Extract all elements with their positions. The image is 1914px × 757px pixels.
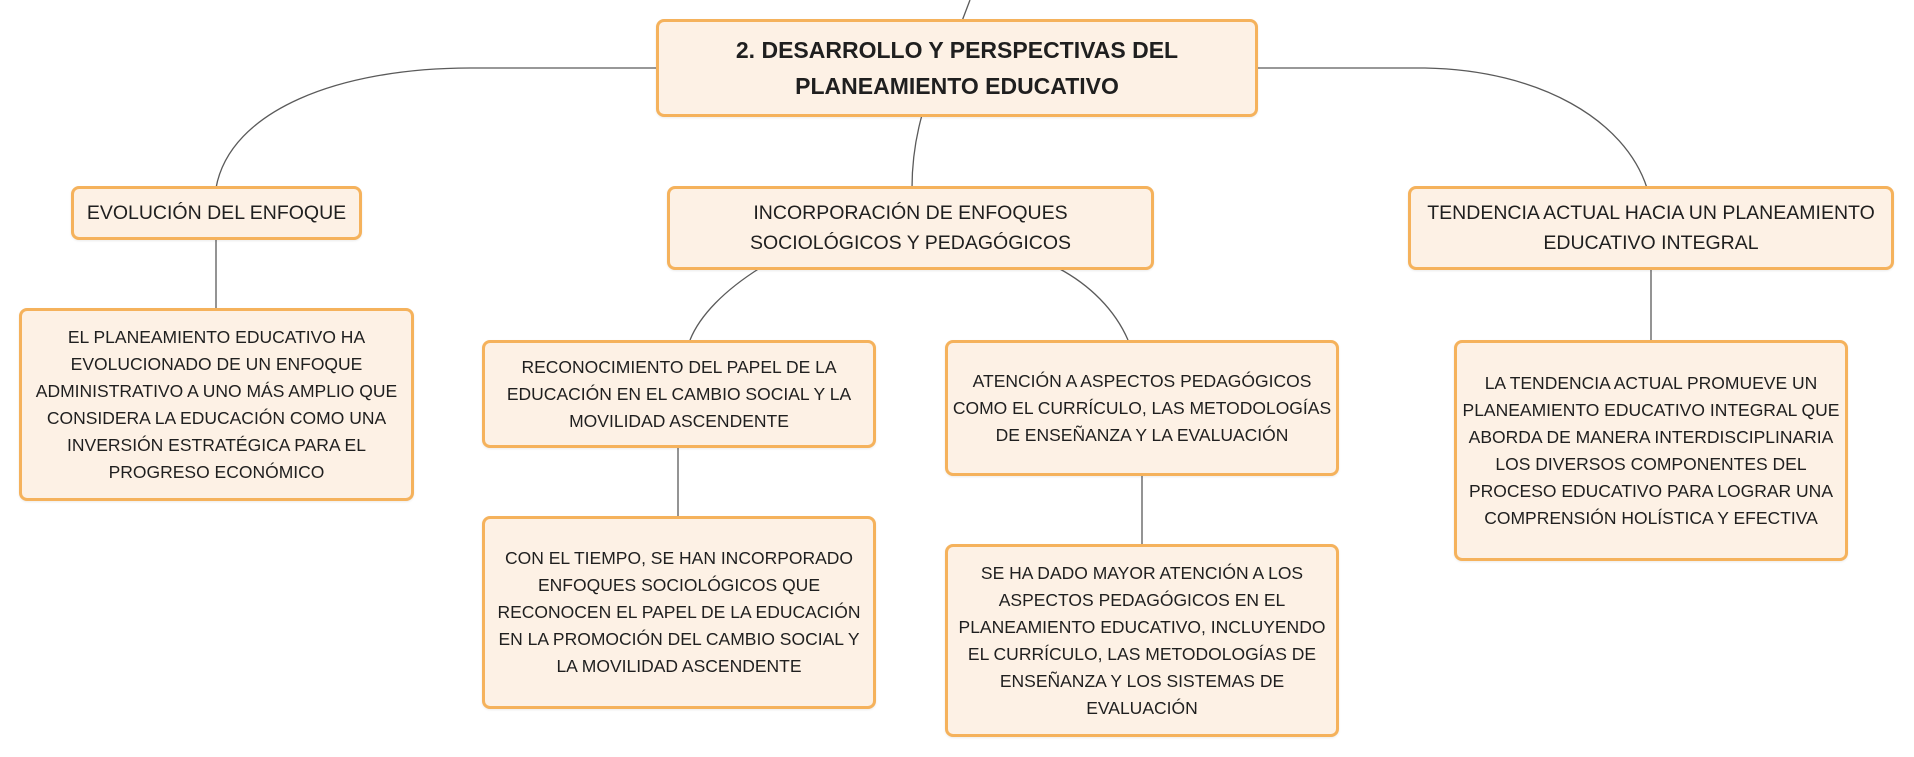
evolucion-detail-text: EL PLANEAMIENTO EDUCATIVO HA EVOLUCIONAD… [35,326,398,482]
branch-evolucion-label: EVOLUCIÓN DEL ENFOQUE [86,202,347,224]
connector-main-to-incorporacion [911,114,923,189]
subtopic-atencion-text: ATENCIÓN A ASPECTOS PEDAGÓGICOS COMO EL … [952,370,1332,445]
branch-tendencia[interactable]: TENDENCIA ACTUAL HACIA UN PLANEAMIENTO E… [1408,186,1894,270]
tendencia-detail[interactable]: LA TENDENCIA ACTUAL PROMUEVE UN PLANEAMI… [1454,340,1848,561]
connector-incoming-top [961,0,971,22]
connector-incorporacion-to-reconocimiento [689,267,761,341]
atencion-detail-text: SE HA DADO MAYOR ATENCIÓN A LOS ASPECTOS… [958,562,1326,718]
main-topic-text: 2. DESARROLLO Y PERSPECTIVAS DEL PLANEAM… [735,37,1179,99]
atencion-detail[interactable]: SE HA DADO MAYOR ATENCIÓN A LOS ASPECTOS… [945,544,1339,737]
subtopic-atencion[interactable]: ATENCIÓN A ASPECTOS PEDAGÓGICOS COMO EL … [945,340,1339,476]
evolucion-detail[interactable]: EL PLANEAMIENTO EDUCATIVO HA EVOLUCIONAD… [19,308,414,501]
main-topic[interactable]: 2. DESARROLLO Y PERSPECTIVAS DEL PLANEAM… [656,19,1258,117]
tendencia-detail-text: LA TENDENCIA ACTUAL PROMUEVE UN PLANEAMI… [1462,372,1840,528]
connector-main-to-evolucion [215,67,656,189]
branch-tendencia-label: TENDENCIA ACTUAL HACIA UN PLANEAMIENTO E… [1427,202,1875,254]
connector-incorporacion-to-atencion [1057,267,1129,341]
reconocimiento-detail-text: CON EL TIEMPO, SE HAN INCORPORADO ENFOQU… [497,548,861,676]
branch-incorporacion-label: INCORPORACIÓN DE ENFOQUES SOCIOLÓGICOS Y… [749,202,1072,254]
reconocimiento-detail[interactable]: CON EL TIEMPO, SE HAN INCORPORADO ENFOQU… [482,516,876,709]
branch-incorporacion[interactable]: INCORPORACIÓN DE ENFOQUES SOCIOLÓGICOS Y… [667,186,1154,270]
connector-main-to-tendencia [1258,67,1648,189]
branch-evolucion[interactable]: EVOLUCIÓN DEL ENFOQUE [71,186,362,240]
subtopic-reconocimiento-text: RECONOCIMIENTO DEL PAPEL DE LA EDUCACIÓN… [506,356,852,431]
subtopic-reconocimiento[interactable]: RECONOCIMIENTO DEL PAPEL DE LA EDUCACIÓN… [482,340,876,448]
